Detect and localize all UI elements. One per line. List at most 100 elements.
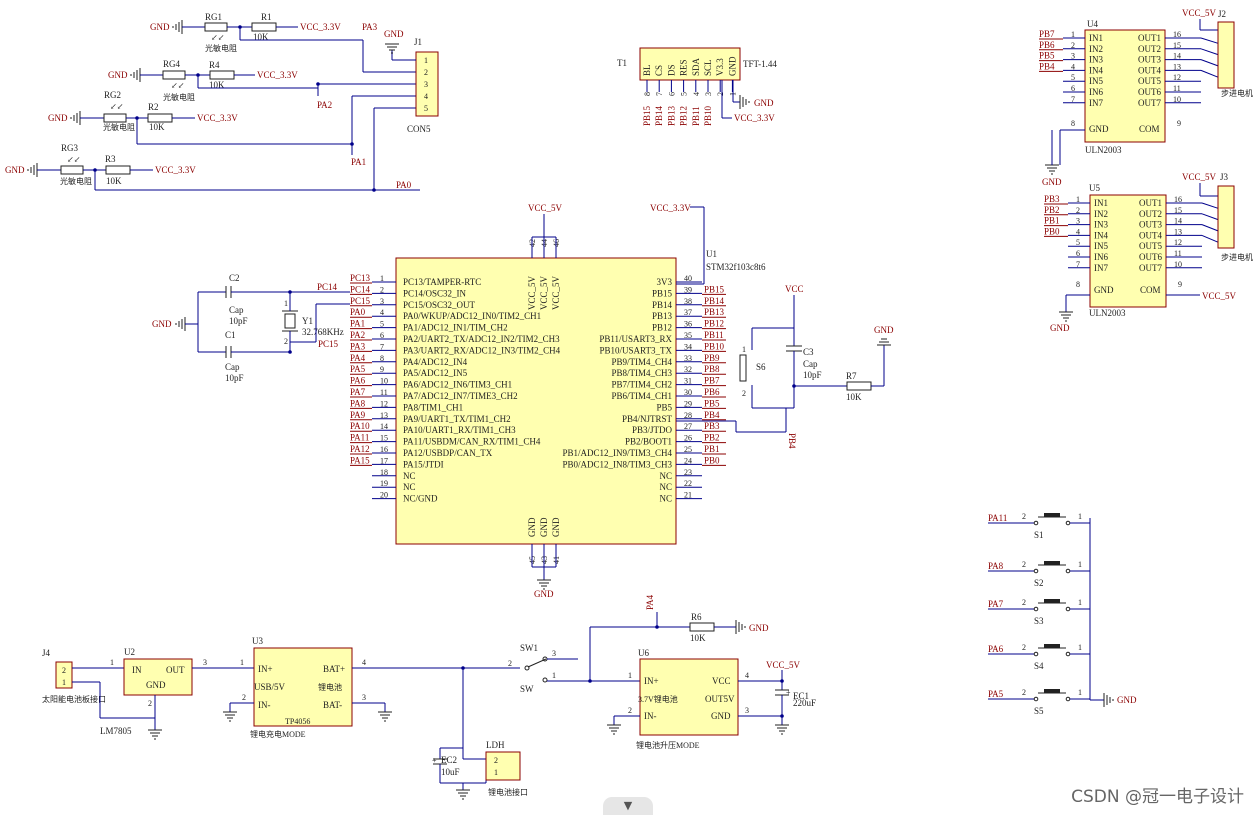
motor-wire bbox=[1201, 202, 1219, 209]
svg-text:+: + bbox=[786, 688, 791, 697]
button-net-label: PA8 bbox=[988, 561, 1004, 571]
vcc33-label: VCC_3.3V bbox=[155, 165, 196, 175]
u3-inp: IN+ bbox=[258, 664, 273, 674]
u6-vcc: VCC bbox=[712, 676, 731, 686]
u3-inm: IN- bbox=[258, 700, 271, 710]
svg-text:2: 2 bbox=[242, 693, 246, 702]
u3-bat: 锂电池 bbox=[318, 682, 342, 692]
tft-pin-name: GND bbox=[727, 56, 737, 76]
mcu-net-label: PB6 bbox=[704, 387, 720, 397]
uln-in-name: IN7 bbox=[1089, 98, 1103, 108]
sw1-type: SW bbox=[520, 684, 534, 694]
svg-text:3: 3 bbox=[745, 706, 749, 715]
mcu-pin-number: 27 bbox=[684, 422, 692, 431]
uln-in-name: IN4 bbox=[1089, 65, 1103, 75]
uln-pin-number: 9 bbox=[1178, 280, 1182, 289]
r3-resistor bbox=[105, 165, 131, 175]
svg-text:2: 2 bbox=[628, 706, 632, 715]
mcu-net-label: PB9 bbox=[704, 353, 720, 363]
r4-resistor bbox=[209, 70, 235, 80]
j4-connector bbox=[55, 661, 73, 689]
uln-pin-number: 13 bbox=[1173, 62, 1181, 71]
uln-net-label: PB7 bbox=[1039, 29, 1055, 39]
y1-label: Y1 bbox=[302, 316, 313, 326]
scroll-down-icon[interactable]: ▼ bbox=[603, 797, 653, 815]
r3-value: 10K bbox=[106, 176, 122, 186]
mcu-pin-number: 7 bbox=[380, 342, 384, 351]
gnd-label: GND bbox=[1050, 323, 1070, 333]
svg-text:1: 1 bbox=[284, 299, 288, 308]
uln-gnd-name: GND bbox=[1094, 285, 1114, 295]
mcu-pin-function: PB4/NJTRST bbox=[622, 414, 673, 424]
c1-label: C1 bbox=[225, 330, 236, 340]
pa2-net: PA2 bbox=[317, 100, 332, 110]
tft-pin-number: 8 bbox=[643, 92, 652, 96]
uln-pin-number: 12 bbox=[1173, 73, 1181, 82]
motor-wire bbox=[1200, 69, 1219, 78]
button-pin-number: 1 bbox=[1078, 688, 1082, 697]
mcu-net-label: PA9 bbox=[350, 410, 366, 420]
mcu-pin-function: PA4/ADC12_IN4 bbox=[403, 357, 468, 367]
gnd-label: GND bbox=[48, 113, 68, 123]
gnd-label: GND bbox=[534, 589, 554, 599]
mcu-net-label: PB11 bbox=[704, 330, 724, 340]
svg-text:4: 4 bbox=[362, 658, 366, 667]
ground-icon bbox=[1044, 164, 1060, 175]
mcu-pin-function: PA7/ADC12_IN7/TIME3_CH2 bbox=[403, 391, 518, 401]
uln-pin-number: 14 bbox=[1173, 52, 1181, 61]
u2-out: OUT bbox=[166, 665, 185, 675]
uln-pin-number: 8 bbox=[1076, 280, 1080, 289]
svg-text:5: 5 bbox=[424, 104, 428, 113]
r1-label: R1 bbox=[261, 12, 272, 22]
r1-resistor bbox=[251, 22, 277, 32]
tft-pin-number: 3 bbox=[704, 92, 713, 96]
svg-text:2: 2 bbox=[148, 699, 152, 708]
button-actuator bbox=[1044, 513, 1060, 517]
uln-out-name: OUT7 bbox=[1139, 263, 1162, 273]
mcu-pin-number: 35 bbox=[684, 331, 692, 340]
r6-resistor bbox=[689, 622, 715, 632]
mcu-pin-number: 32 bbox=[684, 365, 692, 374]
vcc33-label: VCC_3.3V bbox=[734, 113, 775, 123]
uln-net-label: PB1 bbox=[1044, 216, 1060, 226]
mcu-pin-function: PB7/TIM4_CH2 bbox=[611, 380, 672, 390]
svg-text:3: 3 bbox=[203, 658, 207, 667]
mcu-pin-function: PB10/USART3_TX bbox=[600, 345, 673, 355]
mcu-pin-number: 31 bbox=[684, 377, 692, 386]
crystal-oscillator: GND C2 Cap 10pF C1 Cap 10pF 1 2 Y1 32.76… bbox=[152, 273, 350, 383]
button-label: S4 bbox=[1034, 661, 1044, 671]
gnd-label: GND bbox=[754, 98, 774, 108]
uln-out-name: OUT4 bbox=[1139, 230, 1162, 240]
uln-net-label: PB6 bbox=[1039, 40, 1055, 50]
uln-net-label: PB3 bbox=[1044, 194, 1060, 204]
button-net-label: PA7 bbox=[988, 599, 1004, 609]
button-pin-number: 2 bbox=[1022, 598, 1026, 607]
button-label: S5 bbox=[1034, 706, 1044, 716]
ec1-label: EC1 bbox=[793, 691, 809, 701]
svg-text:3: 3 bbox=[424, 80, 428, 89]
y1-value: 32.768KHz bbox=[302, 327, 344, 337]
ldh-type: 锂电池接口 bbox=[488, 787, 528, 797]
button-contact bbox=[1065, 696, 1071, 702]
svg-text:1: 1 bbox=[110, 658, 114, 667]
mcu-pin-function: GND bbox=[539, 517, 549, 537]
reset-circuit: VCC 1 2 S6 C3 Cap 10pF R7 10K GND PB4 bbox=[676, 284, 894, 449]
uln-pin-number: 12 bbox=[1174, 238, 1182, 247]
ground-icon bbox=[27, 162, 38, 178]
button-contact bbox=[1033, 568, 1039, 574]
uln-pin-number: 3 bbox=[1071, 52, 1075, 61]
r6-value: 10K bbox=[690, 633, 706, 643]
r4-label: R4 bbox=[209, 60, 220, 70]
u1-label: U1 bbox=[706, 249, 717, 259]
r7-label: R7 bbox=[846, 371, 857, 381]
mcu-net-label: PB7 bbox=[704, 376, 720, 386]
mcu-pin-function: PB1/ADC12_IN9/TIM3_CH4 bbox=[562, 448, 672, 458]
photoresistor-block: GND RG1 ↙↙ 光敏电阻 R1 10K VCC_3.3V PA3 GND … bbox=[5, 12, 439, 192]
ground-icon bbox=[70, 110, 81, 126]
mcu-pin-number: 12 bbox=[380, 399, 388, 408]
button-contact bbox=[1033, 520, 1039, 526]
tft-pin-name: V3.3 bbox=[715, 58, 725, 76]
rg2-resistor bbox=[103, 113, 127, 123]
